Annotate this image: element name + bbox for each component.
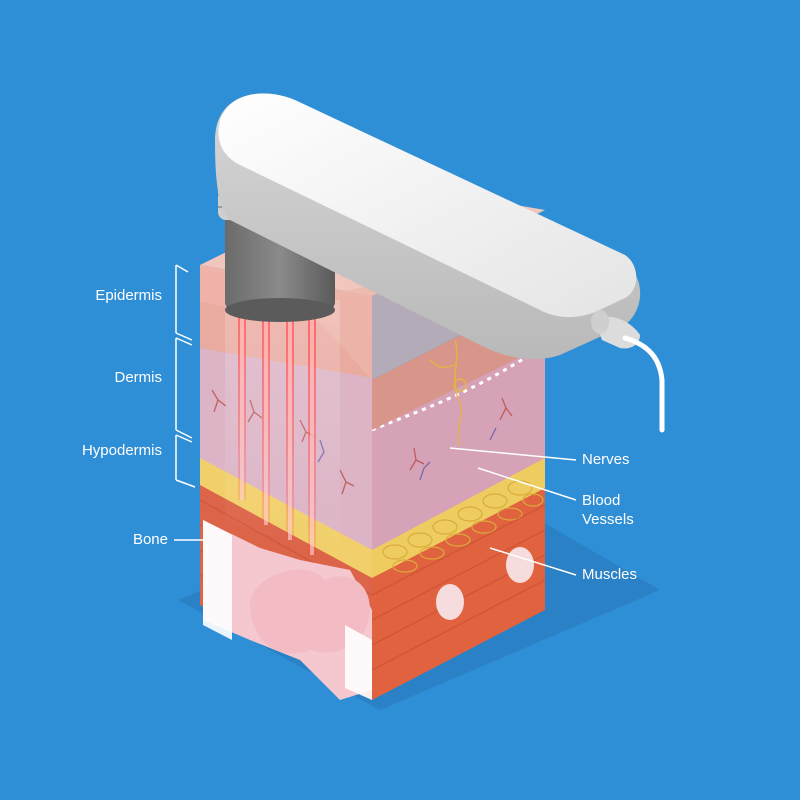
device-cable: [622, 335, 665, 433]
ultrasound-beams: [225, 300, 340, 560]
leader-lines: [174, 447, 577, 576]
label-epidermis: Epidermis: [95, 287, 162, 304]
label-dermis: Dermis: [114, 369, 163, 386]
device-handle: [215, 93, 641, 360]
label-blood-vessels-line1: Blood: [582, 492, 621, 509]
label-nerves: Nerves: [582, 451, 630, 468]
label-blood-vessels-line2: Vessels: [582, 511, 634, 528]
label-bone: Bone: [132, 531, 168, 548]
layer-brackets: [175, 264, 196, 488]
label-muscles: Muscles: [582, 566, 638, 583]
bone-bulge: [250, 569, 370, 654]
bone-hole-2: [506, 547, 534, 583]
bone-hole-1: [436, 584, 464, 620]
label-hypodermis: Hypodermis: [81, 442, 162, 459]
